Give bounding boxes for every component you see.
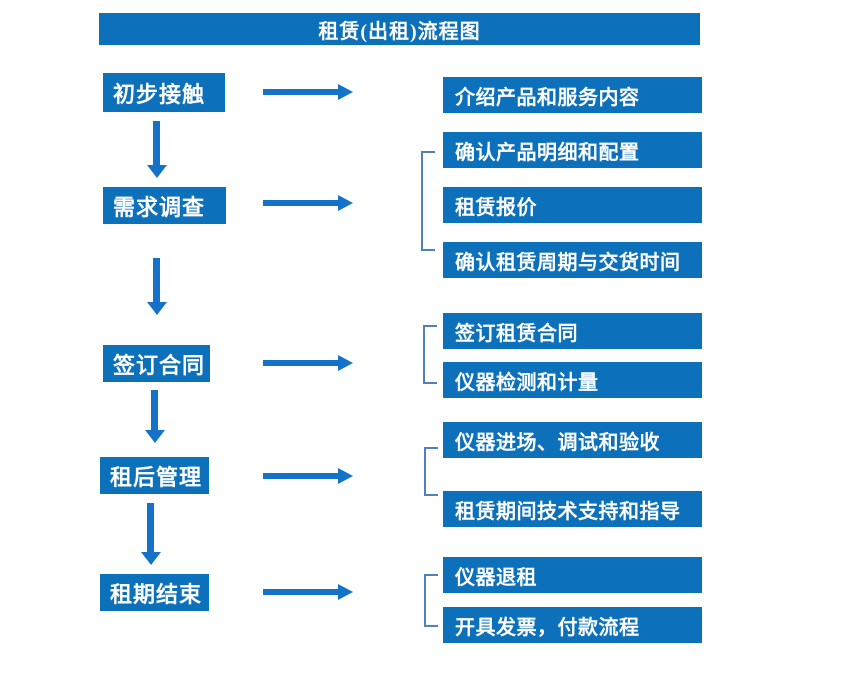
stage-box-demand-survey: 需求调查 bbox=[103, 187, 226, 224]
output-box-introduce-products: 介绍产品和服务内容 bbox=[443, 77, 702, 113]
arrow-head-icon bbox=[145, 430, 165, 443]
bracket-post-rental-group bbox=[424, 447, 438, 496]
arrow-shaft bbox=[147, 503, 154, 552]
arrow-head-icon bbox=[338, 84, 353, 100]
output-box-confirm-rental-period: 确认租赁周期与交货时间 bbox=[443, 242, 702, 278]
output-label: 开具发票，付款流程 bbox=[455, 616, 640, 639]
output-box-instrument-setup-acceptance: 仪器进场、调试和验收 bbox=[443, 422, 702, 458]
output-box-instrument-inspection: 仪器检测和计量 bbox=[443, 362, 702, 398]
stage-label: 租后管理 bbox=[110, 464, 203, 490]
down-arrow-2 bbox=[147, 258, 167, 315]
stage-box-initial-contact: 初步接触 bbox=[103, 73, 225, 112]
flowchart-title: 租赁(出租)流程图 bbox=[99, 13, 700, 45]
flowchart-title-text: 租赁(出租)流程图 bbox=[318, 20, 481, 43]
output-label: 租赁期间技术支持和指导 bbox=[455, 500, 681, 523]
output-box-rental-quote: 租赁报价 bbox=[443, 187, 702, 223]
stage-label: 租期结束 bbox=[110, 581, 203, 607]
stage-box-post-rental-management: 租后管理 bbox=[100, 457, 209, 494]
arrow-head-icon bbox=[338, 468, 353, 484]
arrow-head-icon bbox=[147, 302, 167, 315]
right-arrow-demand-survey bbox=[263, 195, 353, 211]
arrow-shaft bbox=[151, 390, 158, 430]
bracket-demand-survey-group bbox=[421, 151, 435, 251]
bracket-sign-contract-group bbox=[423, 325, 437, 384]
output-label: 确认租赁周期与交货时间 bbox=[455, 251, 681, 274]
output-box-rental-tech-support: 租赁期间技术支持和指导 bbox=[443, 491, 702, 527]
stage-box-lease-end: 租期结束 bbox=[100, 574, 209, 611]
arrow-shaft bbox=[153, 121, 160, 165]
output-label: 租赁报价 bbox=[455, 196, 537, 219]
arrow-shaft bbox=[263, 473, 339, 479]
output-box-invoice-payment: 开具发票，付款流程 bbox=[443, 607, 702, 643]
arrow-shaft bbox=[153, 258, 160, 302]
output-label: 仪器退租 bbox=[455, 566, 537, 589]
stage-label: 需求调查 bbox=[113, 194, 206, 220]
arrow-head-icon bbox=[141, 552, 161, 565]
right-arrow-initial-contact bbox=[263, 84, 353, 100]
right-arrow-post-rental-management bbox=[263, 468, 353, 484]
arrow-shaft bbox=[263, 360, 339, 366]
stage-label: 初步接触 bbox=[113, 81, 206, 107]
output-label: 仪器检测和计量 bbox=[455, 371, 599, 394]
output-box-instrument-return: 仪器退租 bbox=[443, 557, 702, 593]
stage-box-sign-contract: 签订合同 bbox=[103, 345, 210, 382]
bracket-lease-end-group bbox=[424, 574, 438, 627]
down-arrow-3 bbox=[145, 390, 165, 443]
output-box-confirm-product-details: 确认产品明细和配置 bbox=[443, 132, 702, 168]
stage-label: 签订合同 bbox=[113, 352, 206, 378]
arrow-shaft bbox=[263, 89, 339, 95]
arrow-shaft bbox=[263, 589, 339, 595]
down-arrow-1 bbox=[147, 121, 167, 178]
arrow-head-icon bbox=[338, 584, 353, 600]
output-box-sign-rental-contract: 签订租赁合同 bbox=[443, 313, 702, 349]
output-label: 确认产品明细和配置 bbox=[455, 141, 640, 164]
right-arrow-sign-contract bbox=[263, 355, 353, 371]
output-label: 介绍产品和服务内容 bbox=[455, 86, 640, 109]
arrow-head-icon bbox=[338, 355, 353, 371]
output-label: 仪器进场、调试和验收 bbox=[455, 431, 660, 454]
arrow-head-icon bbox=[338, 195, 353, 211]
output-label: 签订租赁合同 bbox=[455, 322, 578, 345]
arrow-shaft bbox=[263, 200, 339, 206]
down-arrow-4 bbox=[141, 503, 161, 565]
right-arrow-lease-end bbox=[263, 584, 353, 600]
arrow-head-icon bbox=[147, 165, 167, 178]
